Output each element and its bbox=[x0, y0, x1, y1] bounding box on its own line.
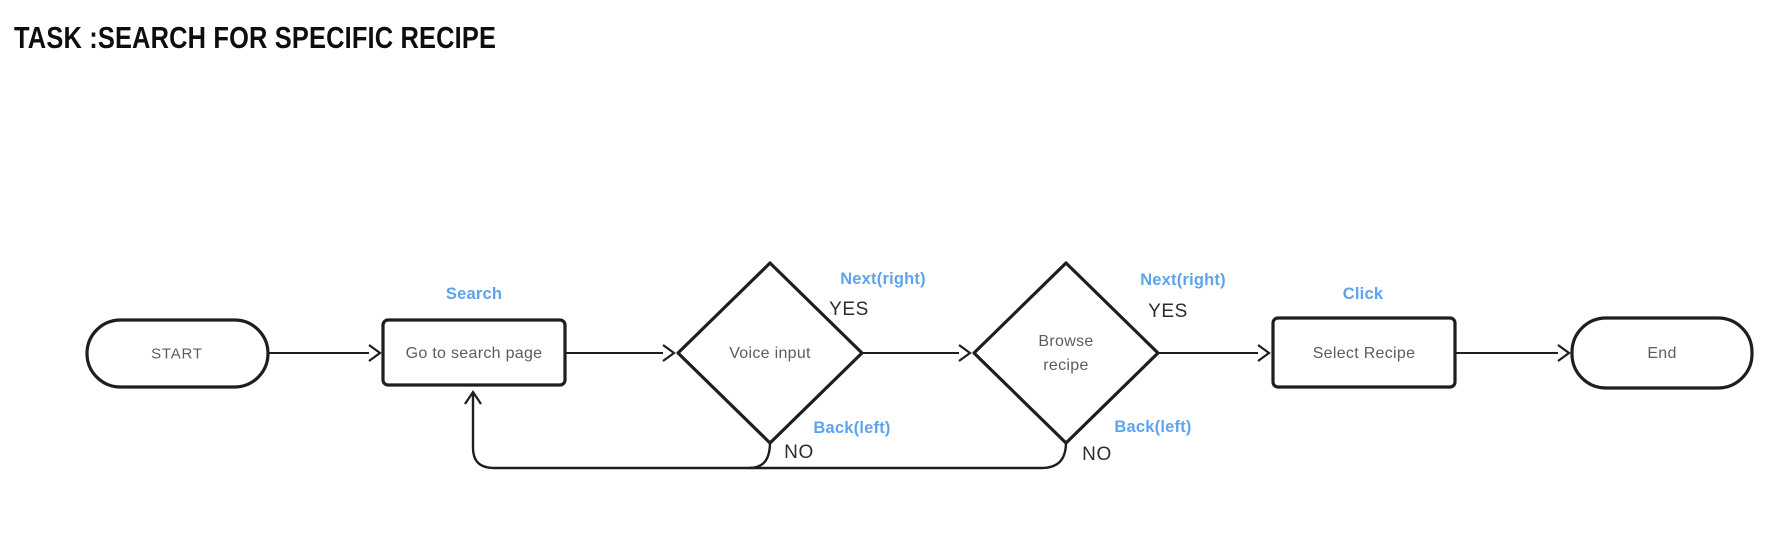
select-recipe-node bbox=[1271, 316, 1457, 389]
search-action-label: Search bbox=[445, 285, 503, 303]
no-label-1: NO bbox=[784, 442, 814, 463]
browse-recipe-label-line2: recipe bbox=[1043, 357, 1089, 374]
browse-recipe-label-line1: Browse bbox=[1038, 333, 1094, 350]
click-action-label: Click bbox=[1342, 285, 1384, 303]
end-node bbox=[1570, 316, 1754, 390]
end-node-label: End bbox=[1647, 345, 1677, 362]
arrowhead-loop-into-gotosearch bbox=[464, 390, 482, 405]
arrowhead-into-voiceinput bbox=[662, 344, 676, 362]
go-to-search-node-label: Go to search page bbox=[405, 345, 543, 362]
voice-input-decision-node bbox=[676, 261, 864, 445]
loop-no-branch-voiceinput bbox=[748, 441, 772, 470]
select-recipe-node-label: Select Recipe bbox=[1312, 345, 1416, 362]
start-node bbox=[85, 318, 270, 389]
back-left-label-2: Back(left) bbox=[1114, 418, 1192, 436]
go-to-search-node bbox=[381, 318, 567, 387]
voice-input-node-label: Voice input bbox=[729, 345, 811, 362]
next-right-label-2: Next(right) bbox=[1140, 271, 1226, 289]
start-node-label: START bbox=[151, 345, 203, 363]
browse-recipe-node-label: Browse recipe bbox=[1038, 330, 1093, 378]
arrowhead-into-gotosearch bbox=[368, 344, 382, 362]
loop-no-path bbox=[471, 393, 1068, 470]
next-right-label-1: Next(right) bbox=[840, 270, 926, 288]
yes-label-2: YES bbox=[1148, 301, 1188, 322]
no-label-2: NO bbox=[1082, 444, 1112, 465]
arrowhead-into-end bbox=[1557, 344, 1571, 362]
arrowhead-into-browserecipe bbox=[958, 344, 972, 362]
yes-label-1: YES bbox=[829, 299, 869, 320]
page-title: TASK :SEARCH FOR SPECIFIC RECIPE bbox=[14, 20, 497, 55]
browse-recipe-decision-node bbox=[972, 261, 1160, 445]
arrowhead-into-selectrecipe bbox=[1257, 344, 1271, 362]
back-left-label-1: Back(left) bbox=[813, 419, 891, 437]
